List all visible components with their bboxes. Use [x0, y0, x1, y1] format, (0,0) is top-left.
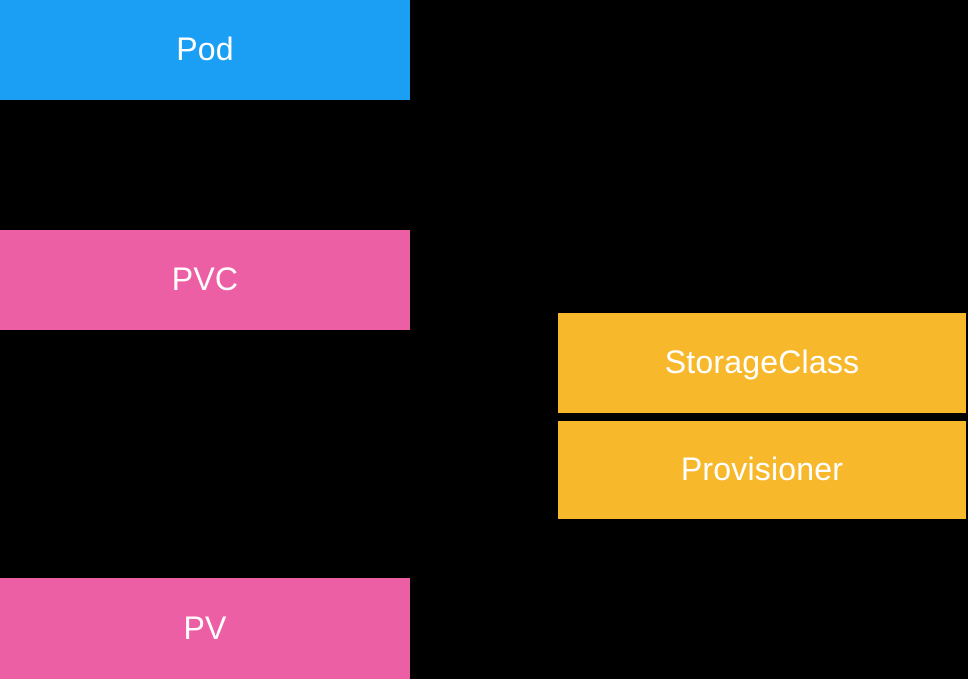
node-pv[interactable]: PV [0, 578, 410, 679]
edge-pod-to-pvc [204, 100, 206, 230]
node-pod-label: Pod [176, 31, 234, 68]
node-pv-label: PV [183, 609, 227, 646]
edge-pvc-to-pv [204, 330, 206, 578]
edge-pvc-to-pv-arrowhead-icon [200, 571, 210, 578]
node-provisioner[interactable]: Provisioner [558, 421, 966, 519]
node-pod[interactable]: Pod [0, 0, 410, 100]
edge-pvc-to-storageclass [410, 362, 558, 364]
node-storageclass-label: StorageClass [664, 344, 860, 381]
edge-pod-to-pvc-arrowhead-icon [200, 223, 210, 230]
node-pvc-label: PVC [171, 261, 239, 298]
node-pvc[interactable]: PVC [0, 230, 410, 330]
node-provisioner-label: Provisioner [680, 451, 844, 488]
edge-storageclass-to-provisioner [761, 413, 763, 421]
node-storageclass[interactable]: StorageClass [558, 313, 966, 413]
